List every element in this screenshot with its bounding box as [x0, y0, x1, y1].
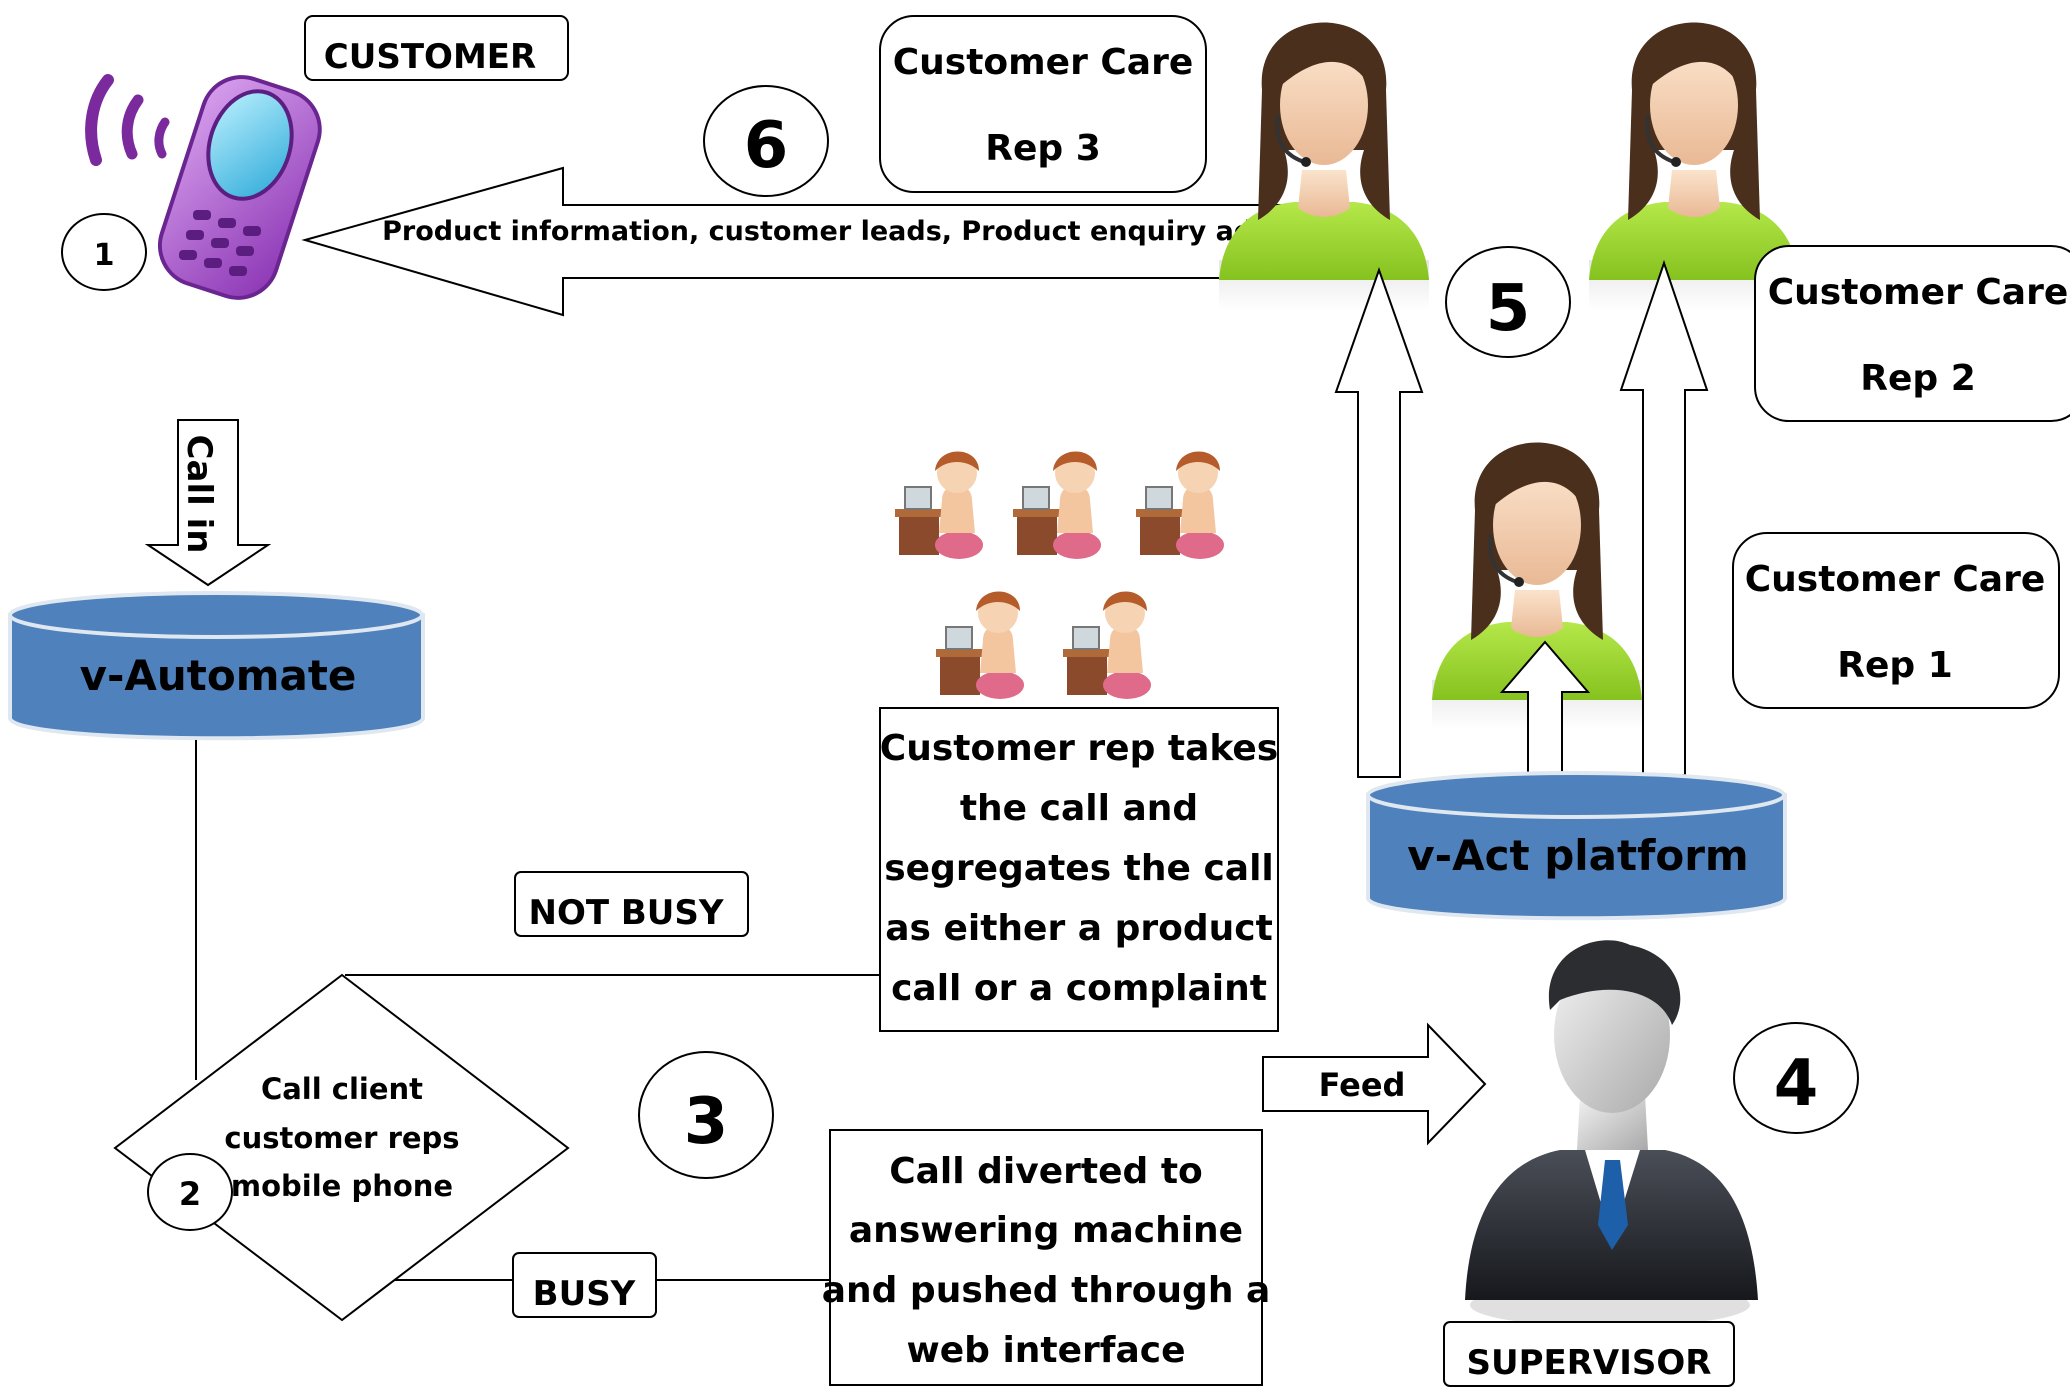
mobile-phone-icon [85, 74, 322, 300]
rep-takes-call-line2: the call and [960, 788, 1198, 829]
rep2-label-box: Customer Care Rep 2 [1754, 245, 2070, 422]
call-in-arrow: Call in [144, 419, 272, 587]
step-4-marker: 4 [1733, 1022, 1859, 1134]
busy-label-box: BUSY [512, 1252, 657, 1318]
customer-label-box: CUSTOMER [304, 15, 569, 81]
product-info-arrow: Product information, customer leads, Pro… [301, 166, 1374, 317]
decision-line2: customer reps [224, 1121, 459, 1155]
rep3-label-box: Customer Care Rep 3 [879, 15, 1207, 193]
not-busy-label: NOT BUSY [528, 893, 723, 933]
call-diverted-box: Call diverted to answering machine and p… [822, 1129, 1271, 1386]
supervisor-avatar [1465, 940, 1758, 1327]
step-1-number: 1 [94, 238, 115, 273]
step-4-number: 4 [1774, 1047, 1819, 1121]
v-automate-label: v-Automate [80, 651, 357, 700]
rep1-line1: Customer Care [1745, 559, 2046, 600]
step-1-marker: 1 [61, 213, 147, 291]
decision-line3: mobile phone [231, 1169, 453, 1203]
rep1-label-box: Customer Care Rep 1 [1732, 532, 2060, 709]
rep1-line2: Rep 1 [1837, 645, 1953, 686]
step-5-marker: 5 [1445, 246, 1571, 358]
v-act-platform-cylinder: v-Act platform [1366, 771, 1787, 921]
v-automate-cylinder: v-Automate [8, 591, 425, 741]
call-in-label: Call in [179, 435, 219, 554]
rep2-line1: Customer Care [1768, 272, 2069, 313]
rep-takes-call-box: Customer rep takes the call and segregat… [879, 707, 1279, 1032]
v-act-label: v-Act platform [1407, 831, 1748, 880]
feed-arrow: Feed [1262, 1022, 1487, 1146]
step-6-number: 6 [744, 109, 789, 183]
decision-diamond: Call client customer reps mobile phone [113, 973, 570, 1322]
rep-takes-call-line5: call or a complaint [891, 968, 1267, 1009]
step-3-marker: 3 [638, 1051, 774, 1179]
call-diverted-line2: answering machine [849, 1210, 1243, 1251]
up-arrow-to-rep2 [1619, 259, 1709, 776]
call-diverted-line1: Call diverted to [889, 1151, 1203, 1192]
step-3-number: 3 [684, 1085, 729, 1159]
rep2-line2: Rep 2 [1860, 358, 1976, 399]
customer-label: CUSTOMER [324, 37, 536, 77]
not-busy-label-box: NOT BUSY [514, 871, 749, 937]
rep3-avatar [1217, 20, 1431, 312]
rep3-line2: Rep 3 [985, 128, 1101, 169]
step-6-marker: 6 [703, 85, 829, 197]
rep-takes-call-line3: segregates the call [884, 848, 1274, 889]
call-diverted-line4: web interface [906, 1330, 1185, 1371]
rep-takes-call-line1: Customer rep takes [880, 728, 1278, 769]
up-arrow-to-rep1 [1499, 640, 1591, 786]
up-arrow-to-rep3 [1334, 266, 1424, 778]
call-center-agents-illustration [894, 450, 1225, 700]
supervisor-label-box: SUPERVISOR [1443, 1321, 1735, 1387]
product-info-text: Product information, customer leads, Pro… [382, 216, 1374, 247]
busy-label: BUSY [533, 1274, 636, 1314]
step-5-number: 5 [1486, 272, 1531, 346]
rep-takes-call-line4: as either a product [885, 908, 1273, 949]
feed-label: Feed [1319, 1066, 1406, 1104]
rep3-line1: Customer Care [893, 42, 1194, 83]
supervisor-label: SUPERVISOR [1467, 1343, 1712, 1383]
decision-line1: Call client [261, 1072, 423, 1106]
step-2-number: 2 [179, 1175, 201, 1213]
call-diverted-line3: and pushed through a [822, 1270, 1271, 1311]
step-2-marker: 2 [147, 1153, 233, 1231]
